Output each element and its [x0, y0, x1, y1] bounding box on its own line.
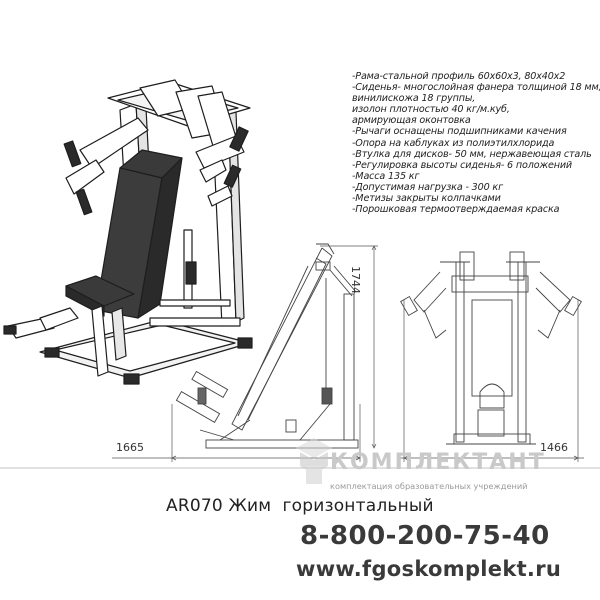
front-view-drawing: [400, 251, 582, 445]
spec-line: -Порошковая термоотверждаемая краска: [352, 204, 560, 216]
dimension-height-label: 1744: [349, 266, 362, 294]
spec-line: -Масса 135 кг: [352, 170, 420, 182]
spec-line: -Рычаги оснащены подшипниками качения: [352, 126, 567, 138]
spec-line: -Сиденья- многослойная фанера толщиной 1…: [352, 82, 600, 94]
dimension-width-label: 1466: [540, 441, 568, 454]
brand-watermark-tagline: комплектация образовательных учреждений: [330, 481, 528, 491]
spec-line: -Рама-стальной профиль 60х60х3, 80х40х2: [352, 71, 566, 82]
spec-line: изолон плотностью 40 кг/м.куб,: [352, 104, 510, 116]
side-view-drawing: [175, 243, 359, 449]
spec-line: -Регулировка высоты сиденья- 6 положений: [352, 159, 572, 171]
contact-phone[interactable]: 8-800-200-75-40: [300, 521, 550, 551]
spec-line: -Опора на каблуках из полиэтилхлорида: [352, 137, 555, 149]
dimension-length-label: 1665: [116, 441, 144, 454]
machine-render: [3, 79, 253, 385]
brand-watermark-name: КОМПЛЕКТАНТ: [330, 450, 546, 475]
website-link[interactable]: www.fgoskomplekt.ru: [296, 557, 562, 581]
spec-line: армирующая оконтовка: [352, 115, 471, 127]
spec-line: -Допустимая нагрузка - 300 кг: [352, 181, 503, 193]
spec-line: -Метизы закрыты колпачками: [352, 193, 501, 205]
specifications-list: -Рама-стальной профиль 60х60х3, 80х40х2 …: [352, 71, 600, 216]
watermark-logo-icon: [296, 438, 332, 484]
spec-line: винилискожа 18 группы,: [352, 93, 476, 105]
product-title: AR070 Жим горизонтальный: [166, 496, 434, 516]
spec-line: -Втулка для дисков- 50 мм, нержавеющая с…: [352, 148, 592, 160]
